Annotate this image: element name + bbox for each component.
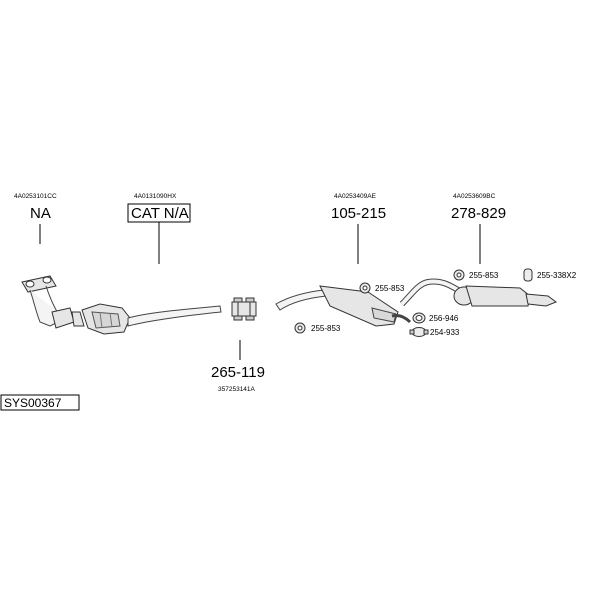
rear-silencer-oem-number: 4A0253609BC bbox=[453, 193, 496, 200]
mount-rear-end-label: 255-338X2 bbox=[537, 271, 577, 280]
system-id-box bbox=[0, 394, 80, 411]
catalyst-drawing bbox=[81, 303, 222, 335]
clamp-part-number: 265-119 bbox=[211, 364, 265, 381]
mount-middle-bottom-label: 255-853 bbox=[311, 324, 341, 333]
ring-gasket-icon bbox=[412, 312, 426, 324]
front-pipe-drawing bbox=[21, 275, 85, 329]
clamp-small-icon bbox=[409, 327, 429, 337]
clamp-small-label: 254-933 bbox=[430, 328, 460, 337]
rear-silencer-part-number: 278-829 bbox=[451, 205, 506, 222]
catalyst-oem-number: 4A0131090HX bbox=[134, 193, 177, 200]
mount-rear-label: 255-853 bbox=[469, 271, 499, 280]
system-id: SYS00367 bbox=[4, 396, 62, 410]
front-pipe-oem-number: 4A0253101CC bbox=[14, 193, 57, 200]
mount-middle-bottom-icon bbox=[294, 322, 306, 334]
ring-gasket-label: 256-946 bbox=[429, 314, 459, 323]
middle-silencer-drawing bbox=[275, 285, 412, 327]
middle-silencer-oem-number: 4A0253409AE bbox=[334, 193, 377, 200]
middle-silencer-part-number: 105-215 bbox=[331, 205, 386, 222]
front-pipe-part-number: NA bbox=[30, 205, 51, 222]
mount-middle-top-icon bbox=[359, 282, 371, 294]
mount-middle-top-label: 255-853 bbox=[375, 284, 405, 293]
mount-rear-icon bbox=[453, 269, 465, 281]
catalyst-part-number: CAT N/A bbox=[131, 205, 189, 222]
clamp-drawing bbox=[231, 297, 257, 321]
clamp-oem-number: 357253141A bbox=[218, 386, 256, 393]
mount-rear-end-icon bbox=[523, 268, 533, 282]
rear-silencer-drawing bbox=[399, 278, 558, 307]
